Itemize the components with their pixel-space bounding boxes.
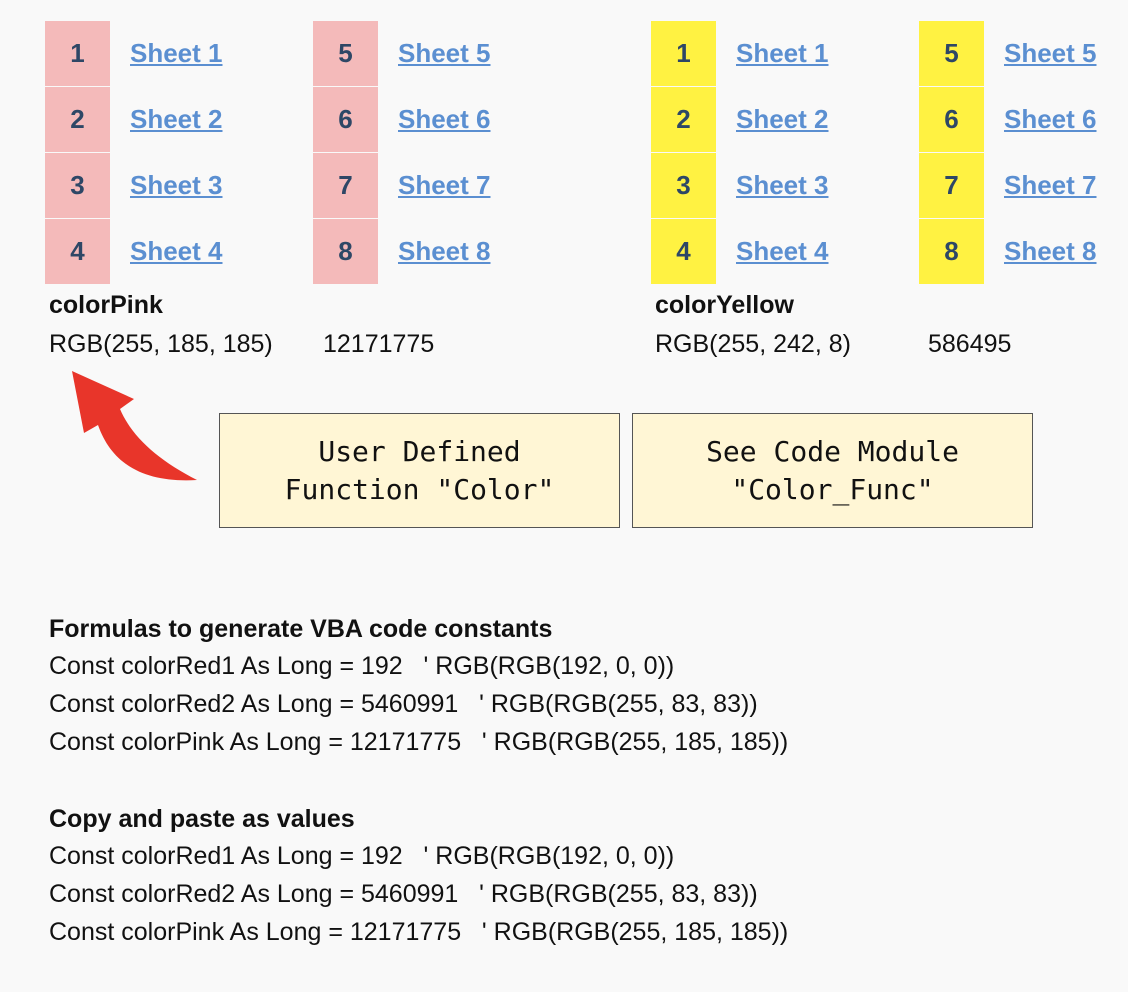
pink-number-cell: 2: [45, 87, 110, 152]
udf-callout-line1: User Defined: [318, 434, 521, 468]
code-module-callout-line1: See Code Module: [706, 434, 959, 468]
code-module-callout-line2: "Color_Func": [731, 472, 934, 506]
yellow-sheet-link[interactable]: Sheet 3: [736, 170, 829, 200]
udf-callout: User Defined Function "Color": [219, 413, 620, 528]
pink-number-cell: 1: [45, 21, 110, 86]
formulas-heading: Formulas to generate VBA code constants: [49, 615, 553, 643]
yellow-sheet-link[interactable]: Sheet 7: [1004, 170, 1097, 200]
value-line: Const colorRed2 As Long = 5460991 ' RGB(…: [49, 880, 758, 908]
yellow-number-cell: 3: [651, 153, 716, 218]
pink-sheet-link[interactable]: Sheet 3: [130, 170, 223, 200]
pink-number-cell: 8: [313, 219, 378, 284]
yellow-number-cell: 8: [919, 219, 984, 284]
yellow-number-cell: 4: [651, 219, 716, 284]
values-heading: Copy and paste as values: [49, 805, 355, 833]
value-line: Const colorRed1 As Long = 192 ' RGB(RGB(…: [49, 842, 675, 870]
pink-number-cell: 6: [313, 87, 378, 152]
pink-sheet-link[interactable]: Sheet 5: [398, 38, 491, 68]
yellow-number-cell: 1: [651, 21, 716, 86]
pink-color-name: colorPink: [49, 291, 163, 319]
pink-sheet-link[interactable]: Sheet 6: [398, 104, 491, 134]
formula-line: Const colorRed2 As Long = 5460991 ' RGB(…: [49, 690, 758, 718]
udf-callout-line2: Function "Color": [284, 472, 555, 506]
pink-number-cell: 5: [313, 21, 378, 86]
yellow-number-cell: 6: [919, 87, 984, 152]
yellow-sheet-link[interactable]: Sheet 6: [1004, 104, 1097, 134]
pink-sheet-link[interactable]: Sheet 4: [130, 236, 223, 266]
value-line: Const colorPink As Long = 12171775 ' RGB…: [49, 918, 789, 946]
formula-line: Const colorPink As Long = 12171775 ' RGB…: [49, 728, 789, 756]
yellow-number-cell: 5: [919, 21, 984, 86]
code-module-callout: See Code Module "Color_Func": [632, 413, 1033, 528]
yellow-number-cell: 7: [919, 153, 984, 218]
yellow-sheet-link[interactable]: Sheet 5: [1004, 38, 1097, 68]
pink-number-cell: 3: [45, 153, 110, 218]
yellow-long-value: 586495: [928, 330, 1012, 358]
yellow-sheet-link[interactable]: Sheet 2: [736, 104, 829, 134]
pink-long-value: 12171775: [323, 330, 435, 358]
yellow-sheet-link[interactable]: Sheet 1: [736, 38, 829, 68]
pink-sheet-link[interactable]: Sheet 7: [398, 170, 491, 200]
pink-number-cell: 7: [313, 153, 378, 218]
pink-sheet-link[interactable]: Sheet 1: [130, 38, 223, 68]
yellow-color-name: colorYellow: [655, 291, 794, 319]
yellow-sheet-link[interactable]: Sheet 4: [736, 236, 829, 266]
pink-sheet-link[interactable]: Sheet 2: [130, 104, 223, 134]
yellow-sheet-link[interactable]: Sheet 8: [1004, 236, 1097, 266]
formula-line: Const colorRed1 As Long = 192 ' RGB(RGB(…: [49, 652, 675, 680]
yellow-rgb-text: RGB(255, 242, 8): [655, 330, 851, 358]
curved-arrow-icon: [72, 371, 197, 481]
pink-number-cell: 4: [45, 219, 110, 284]
yellow-number-cell: 2: [651, 87, 716, 152]
pink-sheet-link[interactable]: Sheet 8: [398, 236, 491, 266]
pink-rgb-text: RGB(255, 185, 185): [49, 330, 273, 358]
